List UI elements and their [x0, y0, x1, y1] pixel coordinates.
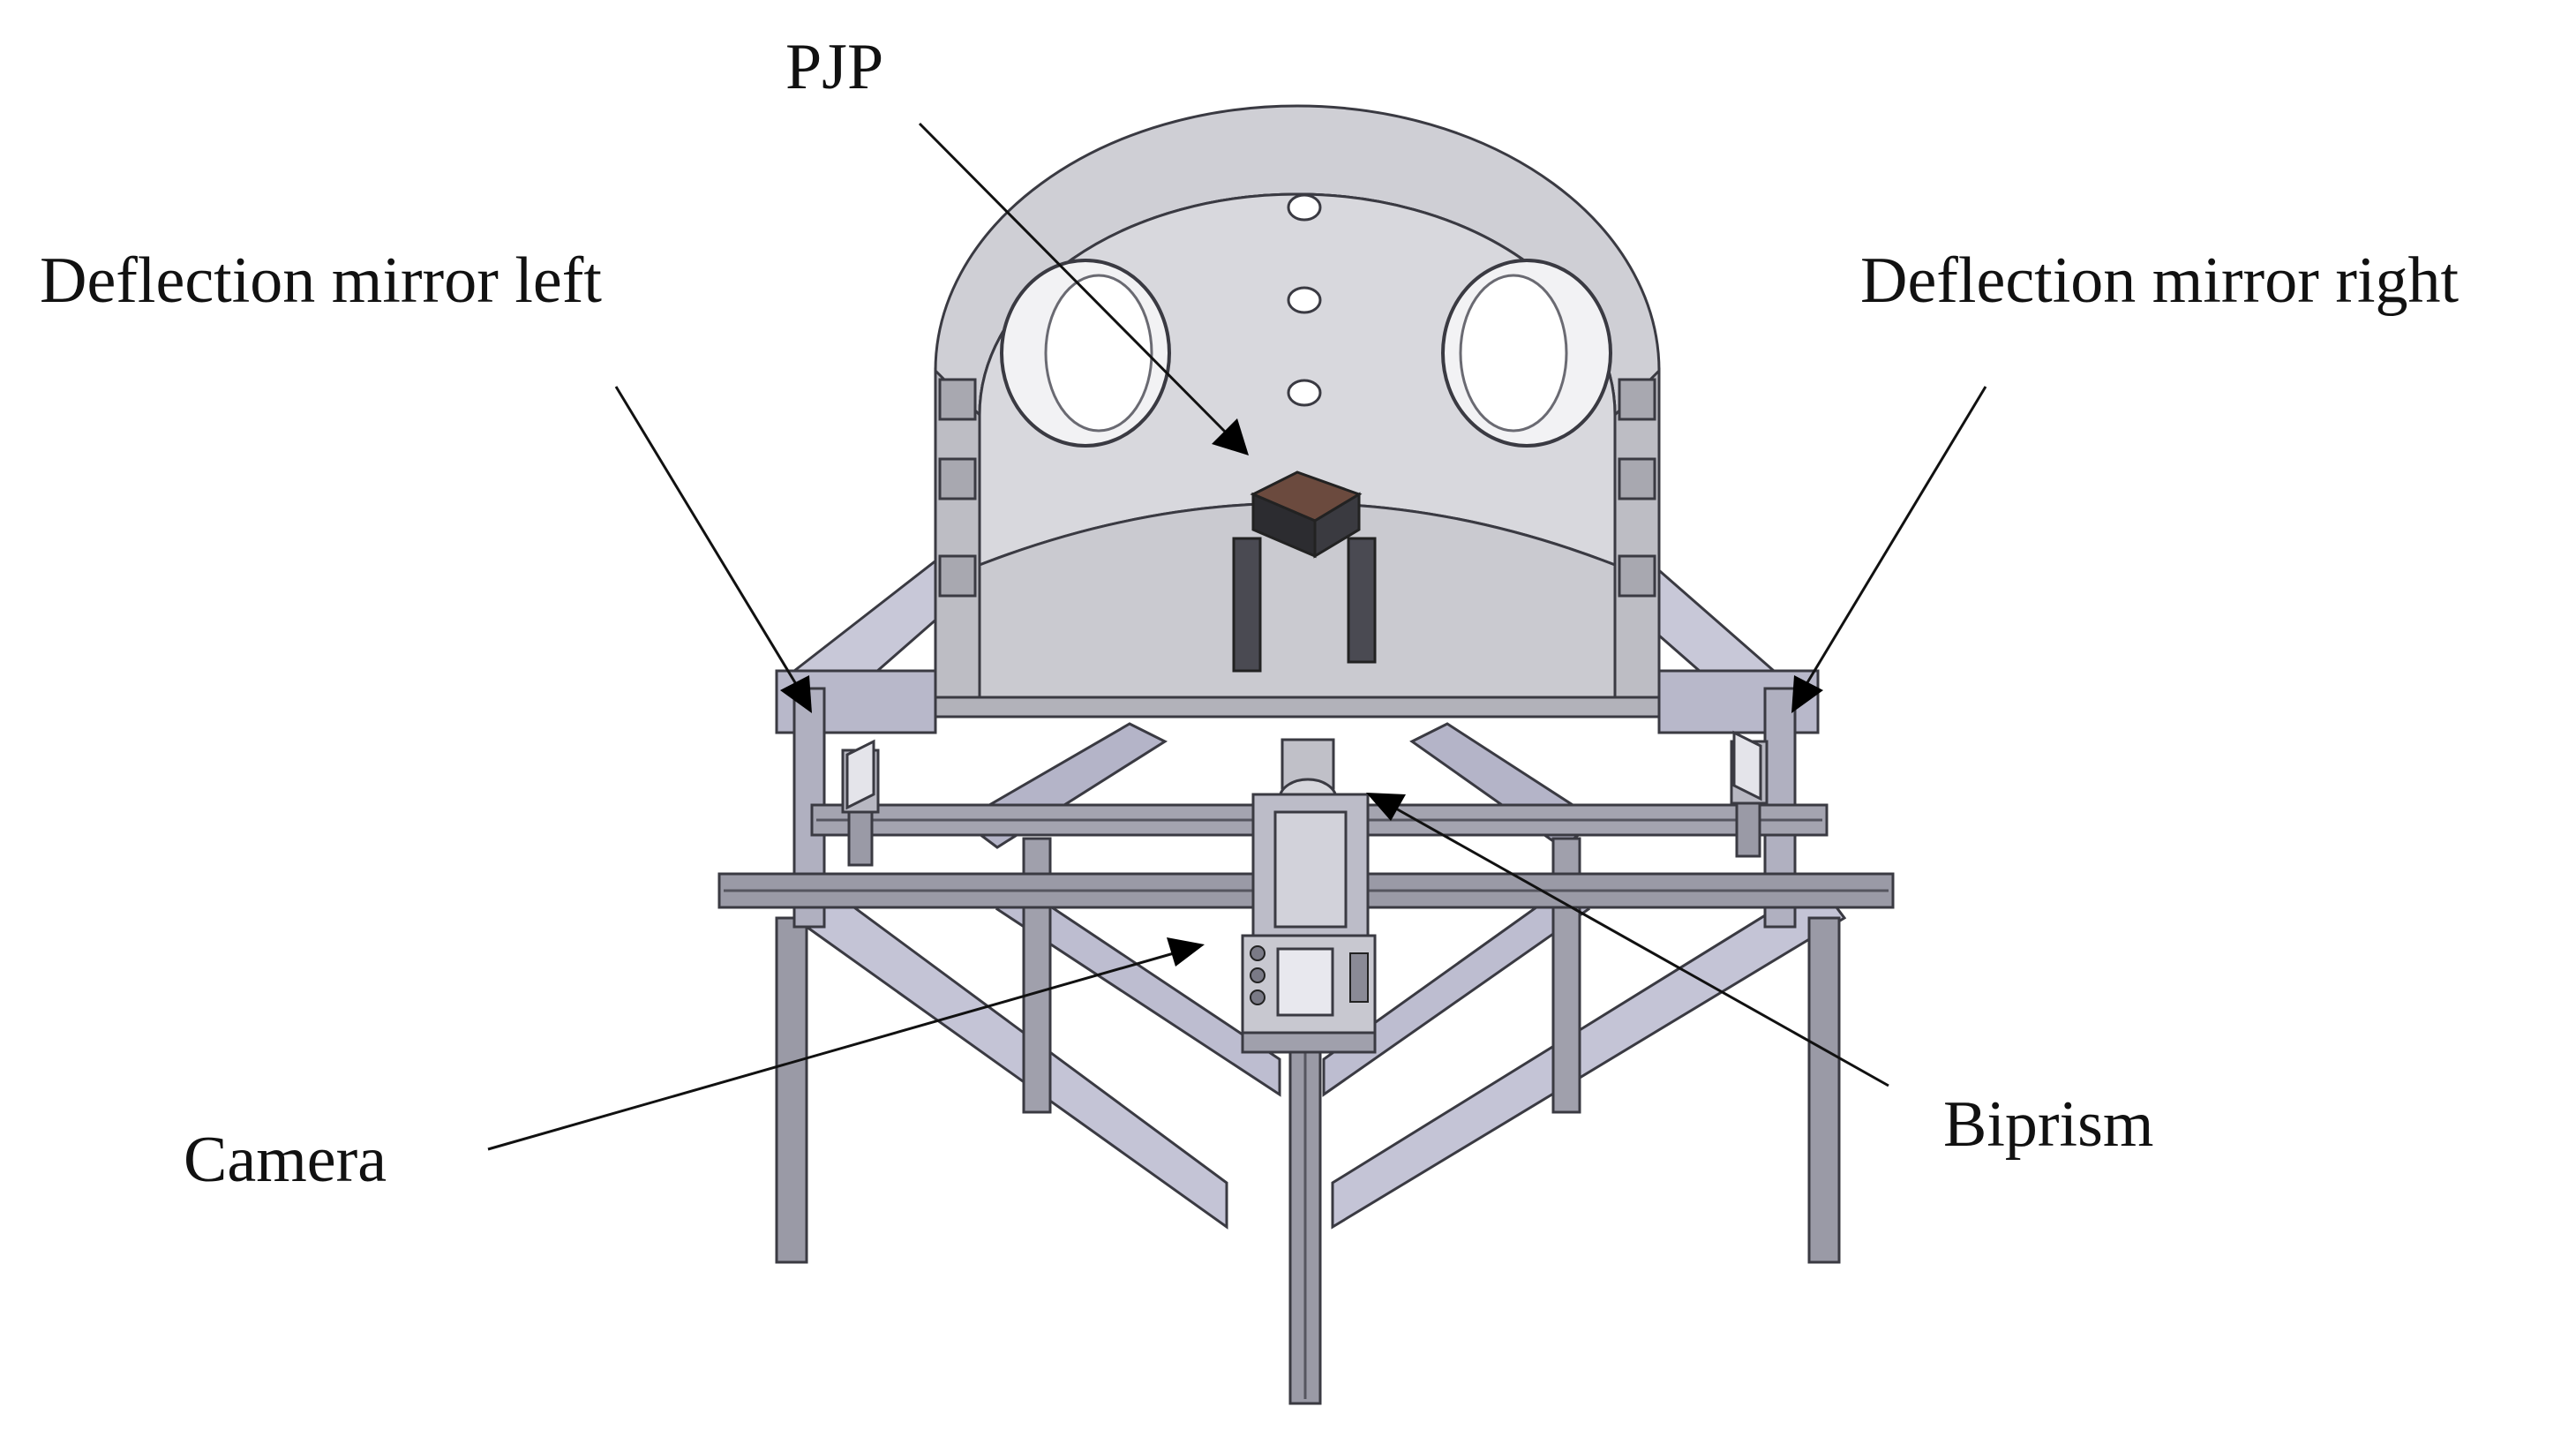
arrowhead-camera	[1167, 937, 1205, 967]
pjp-stand-leg-left	[1232, 537, 1262, 673]
chamber-base-plate	[934, 696, 1661, 718]
leader-camera	[487, 952, 1175, 1151]
camera-knob-3	[1250, 989, 1265, 1005]
mirror-left-plate	[845, 739, 875, 810]
fitting-right-3	[1618, 554, 1656, 598]
viewport-right-inner	[1459, 274, 1568, 433]
frame-leg-far-right	[1807, 916, 1841, 1264]
text-labels: PJP Deflection mirror left Deflection mi…	[40, 31, 2460, 1196]
label-camera: Camera	[184, 1124, 387, 1196]
leader-biprism	[1393, 806, 1889, 1087]
mirror-right-post	[1735, 801, 1761, 858]
port-hole-1	[1287, 193, 1322, 222]
fitting-left-2	[938, 457, 977, 500]
camera-sensor-window	[1276, 947, 1334, 1017]
label-biprism: Biprism	[1943, 1088, 2153, 1161]
frame-beam-lower-left	[792, 880, 1228, 1230]
port-hole-3	[1287, 379, 1322, 407]
camera-knob-2	[1250, 967, 1265, 983]
deflection-mirror-left	[841, 739, 880, 867]
camera-side-port	[1349, 952, 1369, 1003]
fitting-left-3	[938, 554, 977, 598]
fitting-right-1	[1618, 378, 1656, 421]
fitting-left-1	[938, 378, 977, 421]
camera-carriage-inner	[1273, 810, 1348, 929]
pjp-stand-leg-right	[1347, 537, 1377, 664]
arrowhead-biprism	[1366, 793, 1406, 821]
leader-lines	[487, 122, 1987, 1151]
deflection-mirror-right	[1730, 730, 1769, 858]
camera-knob-1	[1250, 945, 1265, 961]
support-frame	[775, 545, 1847, 1405]
vacuum-chamber	[934, 104, 1661, 718]
leader-mirror-left	[614, 386, 798, 685]
label-mirror-left: Deflection mirror left	[40, 245, 602, 317]
pjp-sample-body-side	[1313, 492, 1361, 559]
fitting-right-2	[1618, 457, 1656, 500]
viewport-left-inner	[1044, 274, 1153, 433]
frame-leg-far-left	[775, 916, 808, 1264]
pjp-sample-stand	[1232, 470, 1377, 673]
arrowhead-mirror-left	[780, 675, 812, 713]
leader-mirror-right	[1805, 386, 1987, 685]
label-pjp: PJP	[785, 31, 883, 103]
frame-beam-lower-right	[1331, 881, 1847, 1230]
mirror-left-post	[847, 810, 874, 867]
arrowhead-pjp	[1212, 418, 1249, 455]
mirror-right-plate	[1732, 730, 1762, 801]
camera-assembly	[1241, 793, 1377, 1054]
arrowhead-mirror-right	[1791, 675, 1823, 713]
label-mirror-right: Deflection mirror right	[1860, 245, 2460, 317]
leader-pjp	[918, 122, 1230, 437]
camera-base	[1241, 1031, 1377, 1054]
port-hole-2	[1287, 286, 1322, 314]
